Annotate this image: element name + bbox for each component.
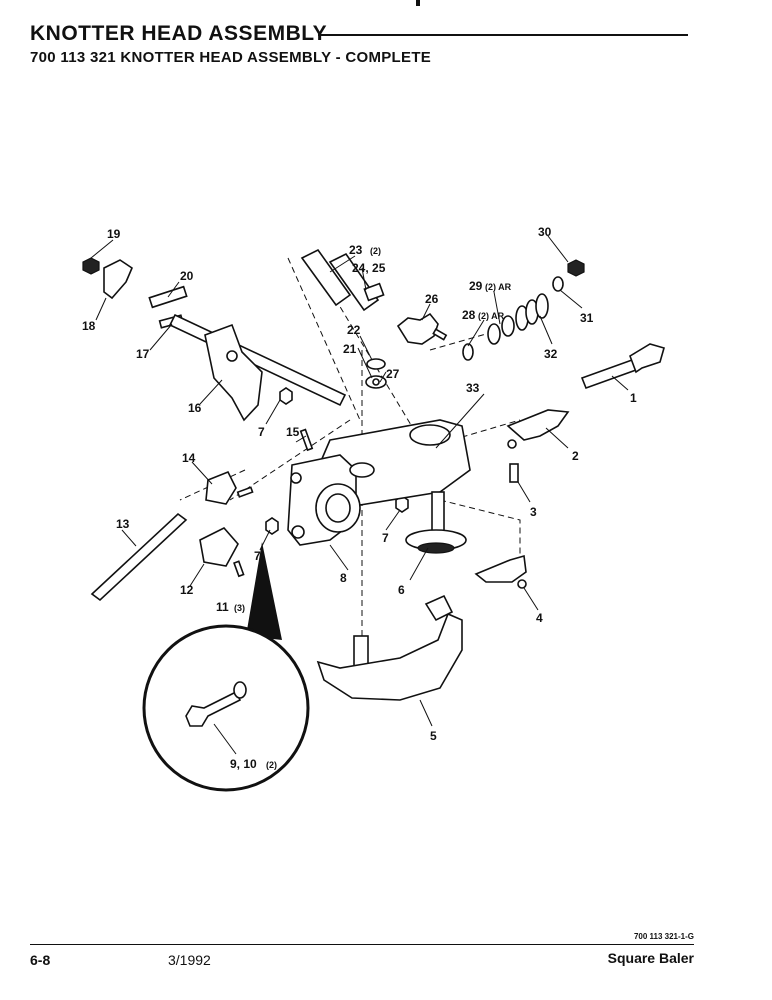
- part-13-shaft: [90, 512, 188, 602]
- callout-13: 13: [116, 517, 130, 531]
- callout-19: 19: [107, 227, 121, 241]
- callout-4: 4: [536, 611, 543, 625]
- callout-9-10: 9, 10: [230, 757, 257, 771]
- revision-date: 3/1992: [168, 952, 211, 968]
- callout-32: 32: [544, 347, 558, 361]
- page-subtitle: 700 113 321 KNOTTER HEAD ASSEMBLY - COMP…: [30, 49, 432, 66]
- callout-23: 23: [349, 243, 363, 257]
- parts-30-31-nuts: [552, 259, 585, 292]
- product-name: Square Baler: [607, 950, 694, 966]
- callout-28: 28: [462, 308, 476, 322]
- part-16-knife-arm: [168, 313, 347, 422]
- part-12-bevel-gear: [199, 527, 245, 578]
- part-8-knotter-frame: [287, 419, 471, 546]
- part-14-bevel-gear: [205, 470, 254, 505]
- parts-28-29-washers: [462, 315, 515, 361]
- callout-21: 21: [343, 342, 357, 356]
- callout-17: 17: [136, 347, 150, 361]
- title-rule: [318, 34, 688, 36]
- callout-27: 27: [386, 367, 400, 381]
- callout-11: 11: [216, 600, 229, 614]
- callout-29-qty: (2) AR: [485, 282, 512, 292]
- page-number: 6-8: [30, 952, 51, 968]
- page-title: KNOTTER HEAD ASSEMBLY: [30, 22, 328, 45]
- drawing-code: 700 113 321-1-G: [633, 932, 694, 941]
- callout-7-right: 7: [382, 531, 389, 545]
- callout-11-qty: (3): [234, 603, 245, 613]
- part-32-spring: [515, 293, 549, 331]
- callout-12: 12: [180, 583, 194, 597]
- detail-circle-bolt-9-10: [142, 542, 310, 792]
- callout-7-upper: 7: [258, 425, 265, 439]
- callout-8: 8: [340, 571, 347, 585]
- callout-labels: 19 20 18 17 16 7 23 (2) 24, 25 26 22 21 …: [82, 225, 637, 771]
- callout-7-left: 7: [254, 549, 261, 563]
- callout-16: 16: [188, 401, 202, 415]
- callout-30: 30: [538, 225, 552, 239]
- part-7-nuts: [265, 387, 409, 535]
- callout-14: 14: [182, 451, 196, 465]
- callout-9-10-qty: (2): [266, 760, 277, 770]
- part-26-gear: [396, 312, 448, 345]
- callout-24-25: 24, 25: [352, 261, 386, 275]
- part-2-bill-hook: [506, 409, 570, 449]
- part-5-knotter-arm: [316, 594, 463, 701]
- part-4-wiper: [474, 554, 527, 589]
- part-3-screw: [509, 463, 519, 483]
- callout-2: 2: [572, 449, 579, 463]
- callout-28-qty: (2) AR: [478, 311, 505, 321]
- part-18-knife-bracket: [103, 259, 133, 300]
- callout-31: 31: [580, 311, 594, 325]
- parts-21-22-27-washers: [365, 358, 387, 389]
- callout-6: 6: [398, 583, 405, 597]
- callout-20: 20: [180, 269, 194, 283]
- callout-5: 5: [430, 729, 437, 743]
- callout-29: 29: [469, 279, 483, 293]
- part-1-shaft: [580, 343, 665, 390]
- callout-33: 33: [466, 381, 480, 395]
- callout-23-qty: (2): [370, 246, 381, 256]
- footer-rule: [30, 944, 694, 945]
- leader-lines: [90, 235, 629, 755]
- part-15-bolt: [299, 428, 314, 452]
- callout-18: 18: [82, 319, 96, 333]
- part-6-knotter-gear: [405, 491, 467, 554]
- callout-1: 1: [630, 391, 637, 405]
- callout-26: 26: [425, 292, 439, 306]
- part-23-links: [300, 248, 385, 312]
- part-19-nut: [82, 257, 100, 275]
- page-edge-mark: [416, 0, 420, 6]
- callout-15: 15: [286, 425, 300, 439]
- callout-22: 22: [347, 323, 361, 337]
- callout-3: 3: [530, 505, 537, 519]
